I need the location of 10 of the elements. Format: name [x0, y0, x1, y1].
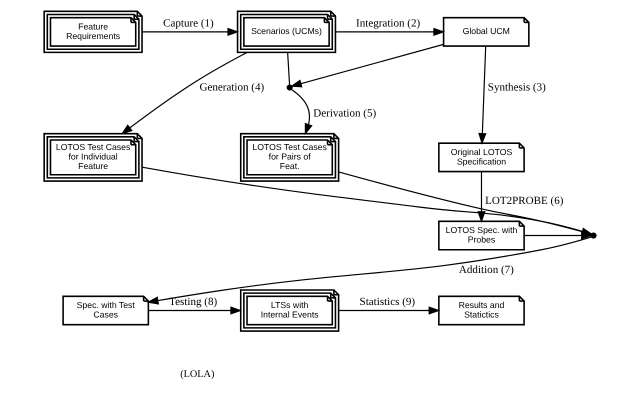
edge-label: Capture (1) — [162, 17, 214, 30]
edge-label: Statistics (9) — [359, 296, 415, 308]
edge-label: Testing (8) — [168, 296, 217, 308]
edge-label: Addition (7) — [458, 264, 514, 276]
edge-label: Generation (4) — [198, 81, 264, 94]
label: (LOLA) — [180, 369, 214, 380]
edge-label: LOT2PROBE (6) — [484, 195, 563, 208]
edge-label: Synthesis (3) — [487, 81, 546, 94]
edge-label: Integration (2) — [356, 17, 420, 30]
edge-label: Derivation (5) — [312, 107, 376, 120]
